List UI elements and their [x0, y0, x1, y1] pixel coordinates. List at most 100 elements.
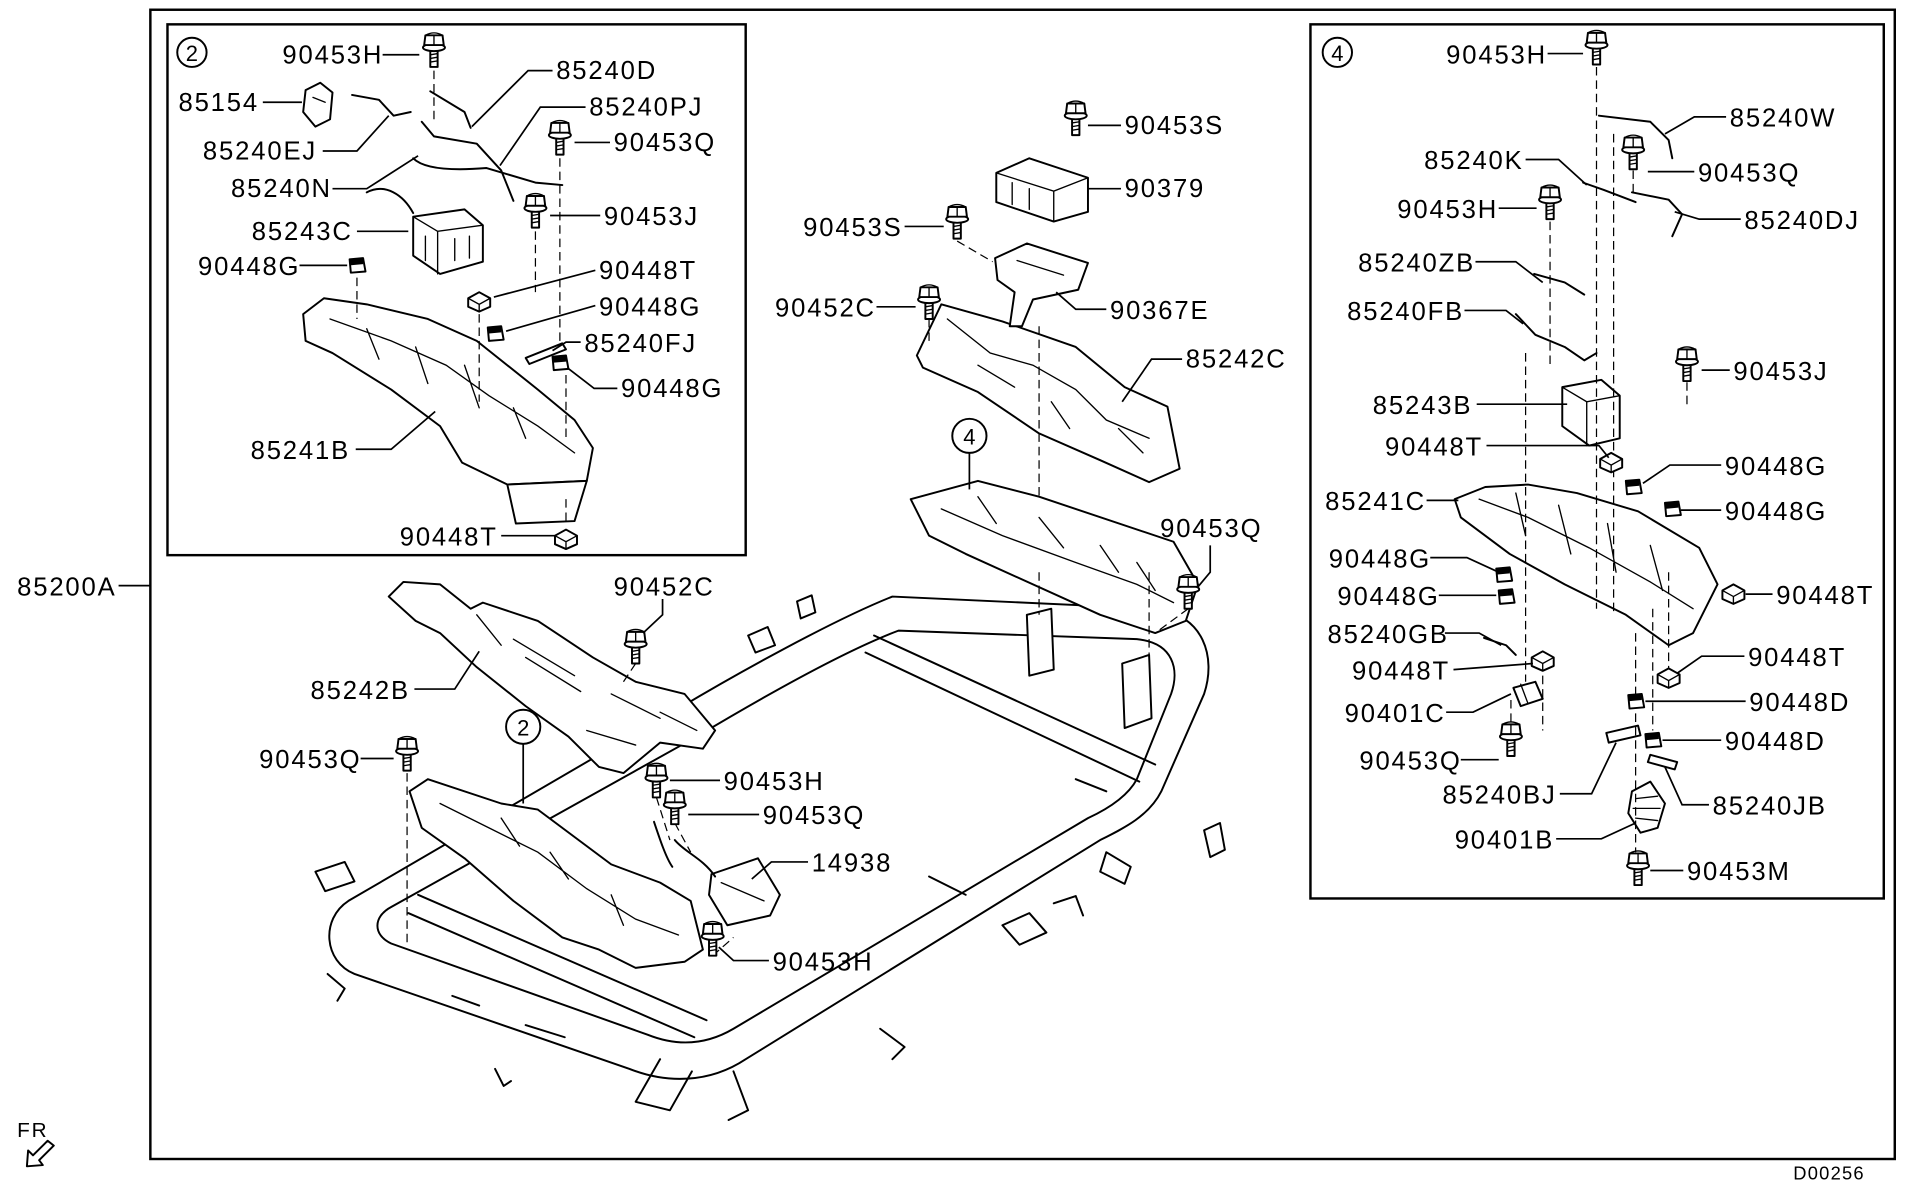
leader-line [1446, 693, 1512, 714]
seat-bracket-assembly-4-drawing [909, 479, 1199, 730]
leader-line [322, 115, 390, 152]
part-callout: 90453H [282, 41, 420, 69]
part-callout: 90448G [1680, 498, 1825, 526]
part-callout: 85240ZB [1358, 250, 1544, 284]
leader-line [566, 366, 618, 390]
part-number-label: 85240PJ [589, 94, 703, 122]
clip-nut [1627, 692, 1646, 710]
harness-wire-drawing [653, 820, 717, 878]
part-number-label: 90452C [775, 295, 876, 323]
part-callout: 85240K [1424, 147, 1588, 186]
part-number-label: 85240JB [1713, 793, 1827, 821]
leader-line [1674, 211, 1741, 220]
part-callout: 90379 [1087, 175, 1203, 203]
part-callout: 90453H [1446, 41, 1584, 69]
bracket-85241C-drawing [1453, 483, 1719, 647]
part-callout: 90453Q [259, 746, 394, 774]
detail-4-ref-number: 4 [1331, 41, 1343, 66]
clip-nut [486, 325, 505, 342]
part-number-label: 90367E [1110, 297, 1209, 325]
bolt [1584, 29, 1609, 66]
fasteners [348, 29, 1746, 957]
bracket-14938-drawing [708, 857, 781, 927]
part-callout: 90453H [669, 768, 825, 796]
part-callout: 90448G [1337, 583, 1497, 611]
part-callout: 90448D [1645, 689, 1848, 717]
harness-85240GB-drawing [1483, 636, 1517, 656]
part-callout: 85240FJ [552, 330, 695, 358]
main-ref-4-marker: 4 [951, 417, 988, 490]
leader-line [1197, 545, 1212, 588]
part-number-label: 90448T [1776, 582, 1874, 610]
part-number-label: 85200A [17, 573, 116, 601]
part-number-label: 90448G [599, 293, 701, 321]
bolt [547, 119, 572, 156]
part-callout: 90401B [1455, 822, 1636, 855]
leader-line [751, 861, 809, 880]
part-number-label: 85240K [1424, 147, 1523, 175]
bolt [1674, 346, 1699, 383]
part-callout: 85240FB [1347, 298, 1524, 326]
part-callout: 90453Q [688, 802, 865, 830]
part-number-label: 90453J [604, 203, 699, 231]
ecu-85243C-drawing [412, 208, 484, 275]
part-callout: 90448T [400, 523, 555, 551]
part-number-label: 90448D [1725, 728, 1826, 756]
main-ref-4-number: 4 [963, 424, 975, 449]
part-number-label: 85240ZB [1358, 250, 1475, 278]
part-callout: 85240W [1664, 105, 1837, 135]
part-callout: 85240N [231, 155, 419, 203]
part-callout: 90448G [198, 253, 348, 281]
leader-line [493, 269, 596, 298]
detail-2-ref-number: 2 [186, 41, 198, 66]
part-number-label: 85240N [231, 175, 332, 203]
flange-nut [1656, 667, 1681, 689]
leader-line [1676, 655, 1745, 674]
part-number-label: 90453Q [1698, 159, 1800, 187]
part-number-label: 85240FB [1347, 298, 1464, 326]
flange-nut [1530, 650, 1555, 672]
leader-line [414, 650, 480, 690]
leader-line [718, 946, 769, 962]
part-number-label: 90453Q [1160, 515, 1262, 543]
part-number-label: 90448T [400, 523, 498, 551]
leader-line [1556, 822, 1636, 840]
part-callout: 90448T [1676, 644, 1846, 674]
part-callout: 90448T [493, 257, 697, 298]
alignment-lines [356, 66, 1688, 957]
bolt [1176, 573, 1201, 610]
part-number-label: 85240W [1730, 105, 1837, 133]
part-number-label: 90448T [599, 257, 697, 285]
part-number-label: 85240GB [1328, 621, 1449, 649]
part-number-label: 90401B [1455, 827, 1554, 855]
front-direction-label: FR [17, 1119, 48, 1142]
detail-4-ref-marker: 4 [1321, 36, 1353, 68]
ecu-85243B-drawing [1561, 378, 1621, 447]
harness-85240K-drawing [1582, 181, 1637, 204]
part-number-label: 90453H [282, 41, 383, 69]
bolt [1538, 184, 1563, 221]
harness-85240FB-drawing [1514, 313, 1598, 362]
part-number-label: 90453H [724, 768, 825, 796]
leader-line [1664, 116, 1727, 135]
bracket-85240BJ-drawing [1605, 724, 1642, 744]
leader-line [552, 341, 581, 352]
part-callout: 90453Q [1160, 515, 1262, 588]
part-number-label: 90448G [1329, 545, 1431, 573]
part-number-label: 90453Q [763, 802, 865, 830]
part-callout: 85240EJ [203, 115, 390, 165]
part-callout: 90401C [1345, 693, 1512, 728]
part-number-label: 90452C [614, 573, 715, 601]
harness-85240DJ-drawing [1630, 191, 1684, 238]
part-callout: 90448G [1642, 453, 1825, 485]
part-number-label: 90453H [1397, 196, 1498, 224]
part-number-label: 90448T [1748, 644, 1846, 672]
leader-line [1486, 444, 1610, 459]
bolt [1621, 134, 1646, 171]
leader-line [1444, 632, 1502, 646]
harness-85240EJ-drawing [351, 93, 412, 117]
part-callout: 85243C [252, 218, 409, 246]
part-number-label: 85242C [1186, 346, 1287, 374]
leader-line [1055, 291, 1107, 311]
bolt [421, 32, 446, 68]
